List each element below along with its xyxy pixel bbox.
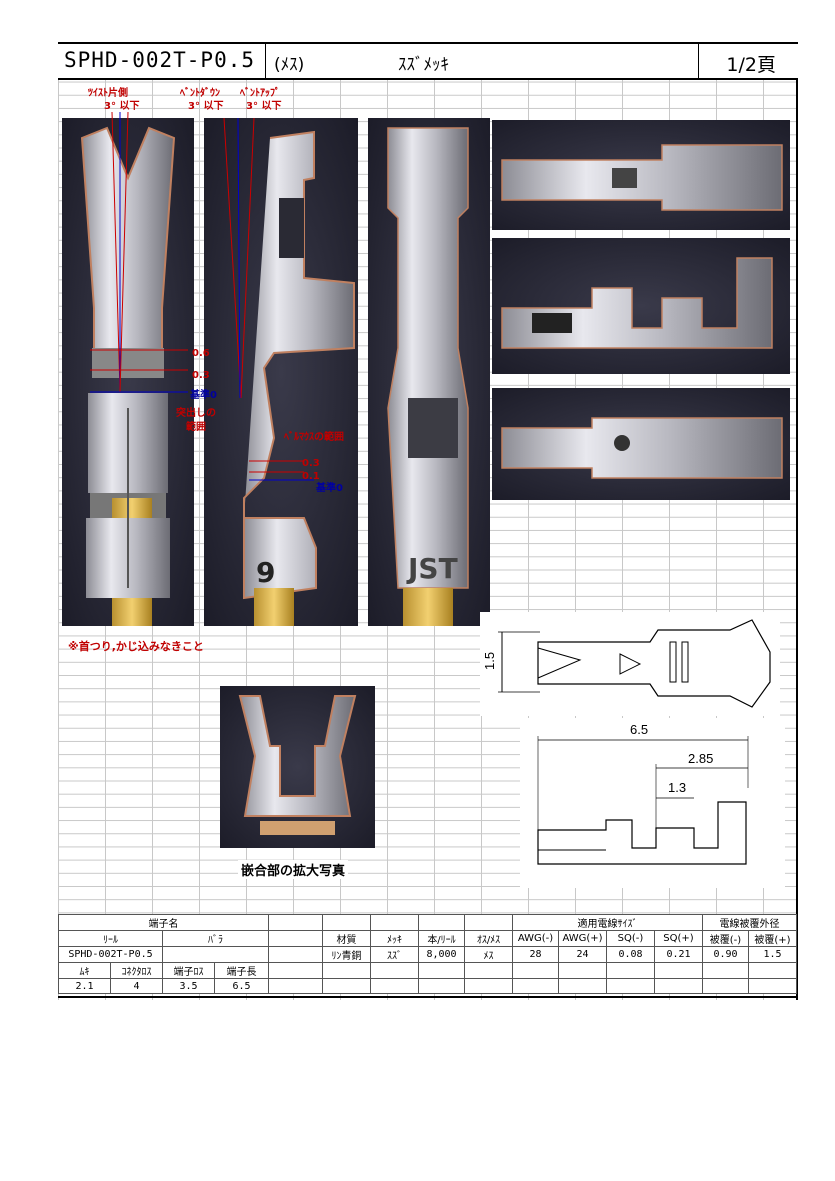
title-divider [265, 44, 266, 78]
table-row: ﾘｰﾙ ﾊﾞﾗ 材質 ﾒｯｷ 本/ﾘｰﾙ ｵｽ/ﾒｽ AWG(-) AWG(+)… [58, 930, 797, 947]
reel-header: ﾘｰﾙ [58, 930, 163, 947]
sq-min-header: SQ(-) [606, 930, 655, 947]
terminal-length-header: 端子長 [214, 962, 269, 979]
terminal-name-header: 端子名 [58, 914, 269, 931]
dim-total: 6.5 [630, 722, 648, 737]
bulk-header: ﾊﾞﾗ [162, 930, 269, 947]
terminal-side-illustration: 9 [223, 118, 355, 626]
terminal-horizontal-1 [501, 144, 783, 211]
bottom-rule [58, 996, 798, 998]
sq-max-value: 0.21 [654, 946, 703, 963]
muki-header: ﾑｷ [58, 962, 111, 979]
protrusion-label-2: 範囲 [186, 422, 206, 433]
terminal-horizontal-2 [501, 257, 773, 349]
dim-2-85: 2.85 [688, 751, 713, 766]
gender-header: ｵｽ/ﾒｽ [464, 930, 513, 947]
insulation-header: 電線被覆外径 [702, 914, 797, 931]
datum-label: 基準0 [190, 390, 217, 401]
note-text: ※首つり,かじ込みなきこと [68, 640, 204, 653]
bend-up-limit: 3° 以下 [246, 101, 282, 112]
qty-header: 本/ﾘｰﾙ [418, 930, 465, 947]
twist-limit: 3° 以下 [104, 101, 140, 112]
value-0-1: 0.1 [302, 471, 320, 482]
connector-loss-header: ｺﾈｸﾀﾛｽ [110, 962, 163, 979]
drawing-side-svg: 6.5 2.85 1.3 [537, 722, 749, 865]
part-type: (ﾒｽ) [274, 55, 305, 75]
closeup-caption: 嵌合部の拡大写真 [238, 860, 349, 879]
wire-size-header: 適用電線ｻｲｽﾞ [512, 914, 703, 931]
material-header: 材質 [322, 930, 371, 947]
table-row: 2.1 4 3.5 6.5 [58, 978, 797, 994]
ins-max-value: 1.5 [748, 946, 797, 963]
table-row: 端子名 適用電線ｻｲｽﾞ 電線被覆外径 [58, 914, 797, 931]
plating-value: ｽｽﾞ [370, 946, 419, 963]
terminal-length-value: 6.5 [214, 978, 269, 994]
muki-value: 2.1 [58, 978, 111, 994]
photo-top-view [62, 118, 194, 626]
terminal-loss-value: 3.5 [162, 978, 215, 994]
drawing-top-view: 1.5 [480, 612, 780, 716]
drawing-side-view: 6.5 2.85 1.3 [520, 718, 785, 888]
mating-closeup-illustration [238, 695, 357, 835]
qty-value: 8,000 [418, 946, 465, 963]
photo-bottom-horizontal [492, 388, 790, 500]
title-rule [58, 78, 798, 80]
photo-side-horizontal [492, 238, 790, 374]
title-bar: SPHD-002T-P0.5 (ﾒｽ) ｽｽﾞﾒｯｷ 1/2頁 [58, 44, 798, 78]
terminal-bottom-illustration: JST [387, 127, 469, 626]
side-marking: 9 [256, 556, 275, 589]
photo-bottom-view: JST [368, 118, 490, 626]
top-rule [58, 42, 798, 44]
value-0-3-b: 0.3 [302, 458, 320, 469]
protrusion-label: 突出しの [176, 408, 216, 419]
awg-min-header: AWG(-) [512, 930, 559, 947]
terminal-loss-header: 端子ﾛｽ [162, 962, 215, 979]
material-value: ﾘﾝ青銅 [322, 946, 371, 963]
gender-value: ﾒｽ [464, 946, 513, 963]
title-divider [698, 44, 699, 78]
plating-title: ｽｽﾞﾒｯｷ [398, 55, 449, 75]
datum-label-b: 基準0 [316, 483, 343, 494]
sq-max-header: SQ(+) [654, 930, 703, 947]
bellmouth-label: ﾍﾞﾙﾏｳｽの範囲 [284, 432, 344, 443]
photo-top-horizontal [492, 120, 790, 230]
plating-header: ﾒｯｷ [370, 930, 419, 947]
value-0-3: 0.3 [192, 370, 210, 381]
photo-mating-closeup [220, 686, 375, 848]
bend-down-limit: 3° 以下 [188, 101, 224, 112]
terminal-horizontal-3 [501, 417, 783, 479]
awg-max-value: 24 [558, 946, 607, 963]
page-number: 1/2頁 [726, 54, 776, 76]
value-0-6: 0.6 [192, 348, 210, 359]
ins-max-header: 被覆(+) [748, 930, 797, 947]
table-row: SPHD-002T-P0.5 ﾘﾝ青銅 ｽｽﾞ 8,000 ﾒｽ 28 24 0… [58, 946, 797, 963]
part-number: SPHD-002T-P0.5 [64, 48, 256, 72]
spec-table: 端子名 適用電線ｻｲｽﾞ 電線被覆外径 ﾘｰﾙ ﾊﾞﾗ 材質 ﾒｯｷ 本/ﾘｰﾙ… [58, 914, 797, 994]
ins-min-header: 被覆(-) [702, 930, 749, 947]
ins-min-value: 0.90 [702, 946, 749, 963]
awg-max-header: AWG(+) [558, 930, 607, 947]
awg-min-value: 28 [512, 946, 559, 963]
reel-value: SPHD-002T-P0.5 [58, 946, 163, 963]
sq-min-value: 0.08 [606, 946, 655, 963]
table-row: ﾑｷ ｺﾈｸﾀﾛｽ 端子ﾛｽ 端子長 [58, 962, 797, 979]
connector-loss-value: 4 [110, 978, 163, 994]
bend-down-label: ﾍﾞﾝﾄﾀﾞｳﾝ [180, 88, 220, 99]
bottom-marking: JST [406, 552, 458, 585]
bend-up-label: ﾍﾞﾝﾄｱｯﾌﾟ [240, 88, 280, 99]
twist-label: ﾂｲｽﾄ片側 [88, 88, 128, 99]
guide-lines [90, 112, 188, 393]
dim-height: 1.5 [482, 652, 497, 670]
drawing-top-svg: 1.5 [482, 619, 771, 708]
dim-1-3: 1.3 [668, 780, 686, 795]
photo-side-view: 9 [204, 118, 358, 626]
terminal-top-illustration [80, 126, 176, 626]
